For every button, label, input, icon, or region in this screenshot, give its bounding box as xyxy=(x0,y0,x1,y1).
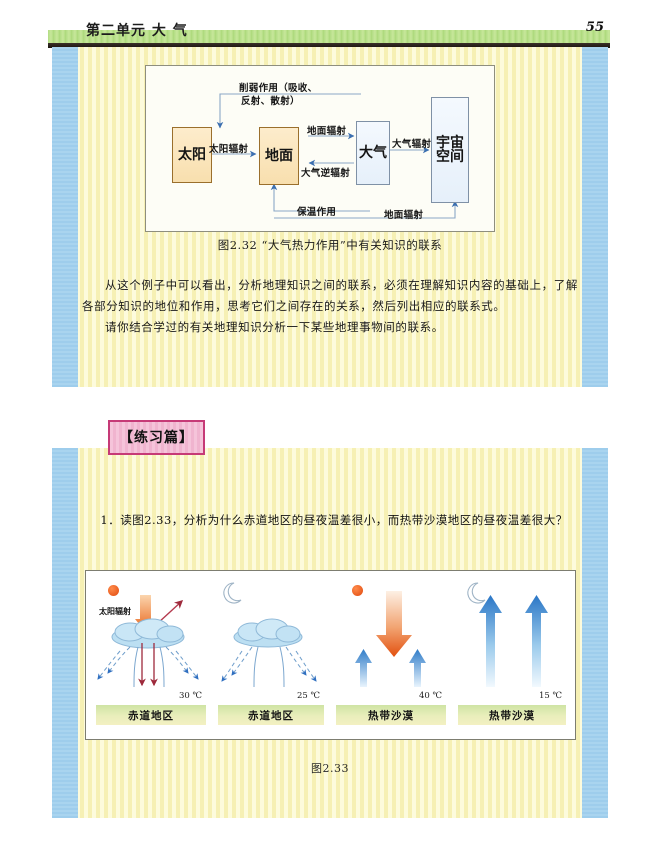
ground-band-3: 热带沙漠 xyxy=(336,705,446,725)
page-header: 第二单元 大 气 55 xyxy=(48,20,610,48)
edge-label-weakening-line2: 反射、散射） xyxy=(241,96,300,107)
page-number: 55 xyxy=(585,20,604,35)
edge-label-back-radiation: 大气逆辐射 xyxy=(301,168,351,179)
diagram-node-ground: 地面 xyxy=(259,127,299,185)
diagram-node-atmosphere: 大气 xyxy=(356,121,390,185)
panel-2-graphics xyxy=(221,582,317,688)
section-upper: 太阳 地面 大气 宇宙空间 削弱作用（吸收、 反射、散射） 太阳辐射 地面辐射 … xyxy=(52,47,608,387)
region-label-4: 热带沙漠 xyxy=(489,709,535,722)
node-label-space: 宇宙空间 xyxy=(436,134,464,165)
node-label-ground: 地面 xyxy=(265,147,293,164)
page-title: 第二单元 大 气 xyxy=(86,23,188,39)
panel-equator-day: 太阳辐射 xyxy=(90,571,212,739)
section-exercises: 【练习篇】 1．读图2.33，分析为什么赤道地区的昼夜温差很小，而热带沙漠地区的… xyxy=(52,420,608,818)
question-1-text: 1．读图2.33，分析为什么赤道地区的昼夜温差很小，而热带沙漠地区的昼夜温差很大… xyxy=(100,513,568,527)
ground-band-4: 热带沙漠 xyxy=(458,705,566,725)
sun-icon xyxy=(108,585,119,596)
panel-desert-day: 40 ℃ 热带沙漠 xyxy=(330,571,452,739)
header-green-band xyxy=(48,30,610,43)
temperature-label-4: 15 ℃ xyxy=(538,691,562,701)
right-blue-edge xyxy=(582,47,608,387)
diagram-node-space: 宇宙空间 xyxy=(431,97,469,203)
solar-radiation-label: 太阳辐射 xyxy=(99,606,131,616)
figure-2-32-caption: 图2.32 “大气热力作用”中有关知识的联系 xyxy=(217,238,443,252)
panel-4-graphics xyxy=(467,582,548,687)
ground-band-2: 赤道地区 xyxy=(218,705,324,725)
node-label-sun: 太阳 xyxy=(178,146,206,163)
diagram-node-sun: 太阳 xyxy=(172,127,212,183)
moon-icon xyxy=(223,582,242,604)
ground-band-1: 赤道地区 xyxy=(96,705,206,725)
moon-icon-2 xyxy=(467,582,486,604)
right-blue-edge-2 xyxy=(582,448,608,818)
region-label-3: 热带沙漠 xyxy=(368,709,414,722)
region-label-1: 赤道地区 xyxy=(128,709,174,722)
edge-label-ground-radiation-top: 地面辐射 xyxy=(307,126,347,137)
question-1: 1．读图2.33，分析为什么赤道地区的昼夜温差很小，而热带沙漠地区的昼夜温差很大… xyxy=(82,510,578,531)
paragraph-1: 从这个例子中可以看出，分析地理知识之间的联系，必须在理解知识内容的基础上，了解各… xyxy=(82,278,578,313)
node-label-atmosphere: 大气 xyxy=(359,144,387,161)
exercise-section-badge: 【练习篇】 xyxy=(108,420,205,455)
panel-1-graphics xyxy=(97,595,199,688)
figure-2-33-caption: 图2.33 xyxy=(311,762,349,775)
paragraph-2: 请你结合学过的有关地理知识分析一下某些地理事物间的联系。 xyxy=(105,320,444,334)
panel-equator-night: 25 ℃ 赤道地区 xyxy=(212,571,330,739)
edge-label-weakening-line1: 削弱作用（吸收、 xyxy=(239,83,318,94)
left-blue-edge-2 xyxy=(52,448,78,818)
panel-desert-night: 15 ℃ 热带沙漠 xyxy=(452,571,572,739)
sun-icon-2 xyxy=(352,585,363,596)
edge-label-atmosphere-radiation: 大气辐射 xyxy=(392,139,432,150)
edge-label-insulation: 保温作用 xyxy=(297,207,337,218)
edge-label-ground-radiation-bottom: 地面辐射 xyxy=(384,210,424,221)
edge-label-solar-radiation: 太阳辐射 xyxy=(209,144,249,155)
body-text-block: 从这个例子中可以看出，分析地理知识之间的联系，必须在理解知识内容的基础上，了解各… xyxy=(82,275,578,338)
figure-2-32: 太阳 地面 大气 宇宙空间 削弱作用（吸收、 反射、散射） 太阳辐射 地面辐射 … xyxy=(145,65,495,232)
temperature-label-2: 25 ℃ xyxy=(296,691,320,701)
temperature-label-3: 40 ℃ xyxy=(418,691,442,701)
panel-3-graphics xyxy=(355,591,426,687)
left-blue-edge xyxy=(52,47,78,387)
temperature-label-1: 30 ℃ xyxy=(178,691,202,701)
figure-2-33: 太阳辐射 xyxy=(85,570,576,740)
header-black-rule xyxy=(48,43,610,48)
figure-2-32-arrows xyxy=(210,93,459,219)
region-label-2: 赤道地区 xyxy=(248,709,294,722)
